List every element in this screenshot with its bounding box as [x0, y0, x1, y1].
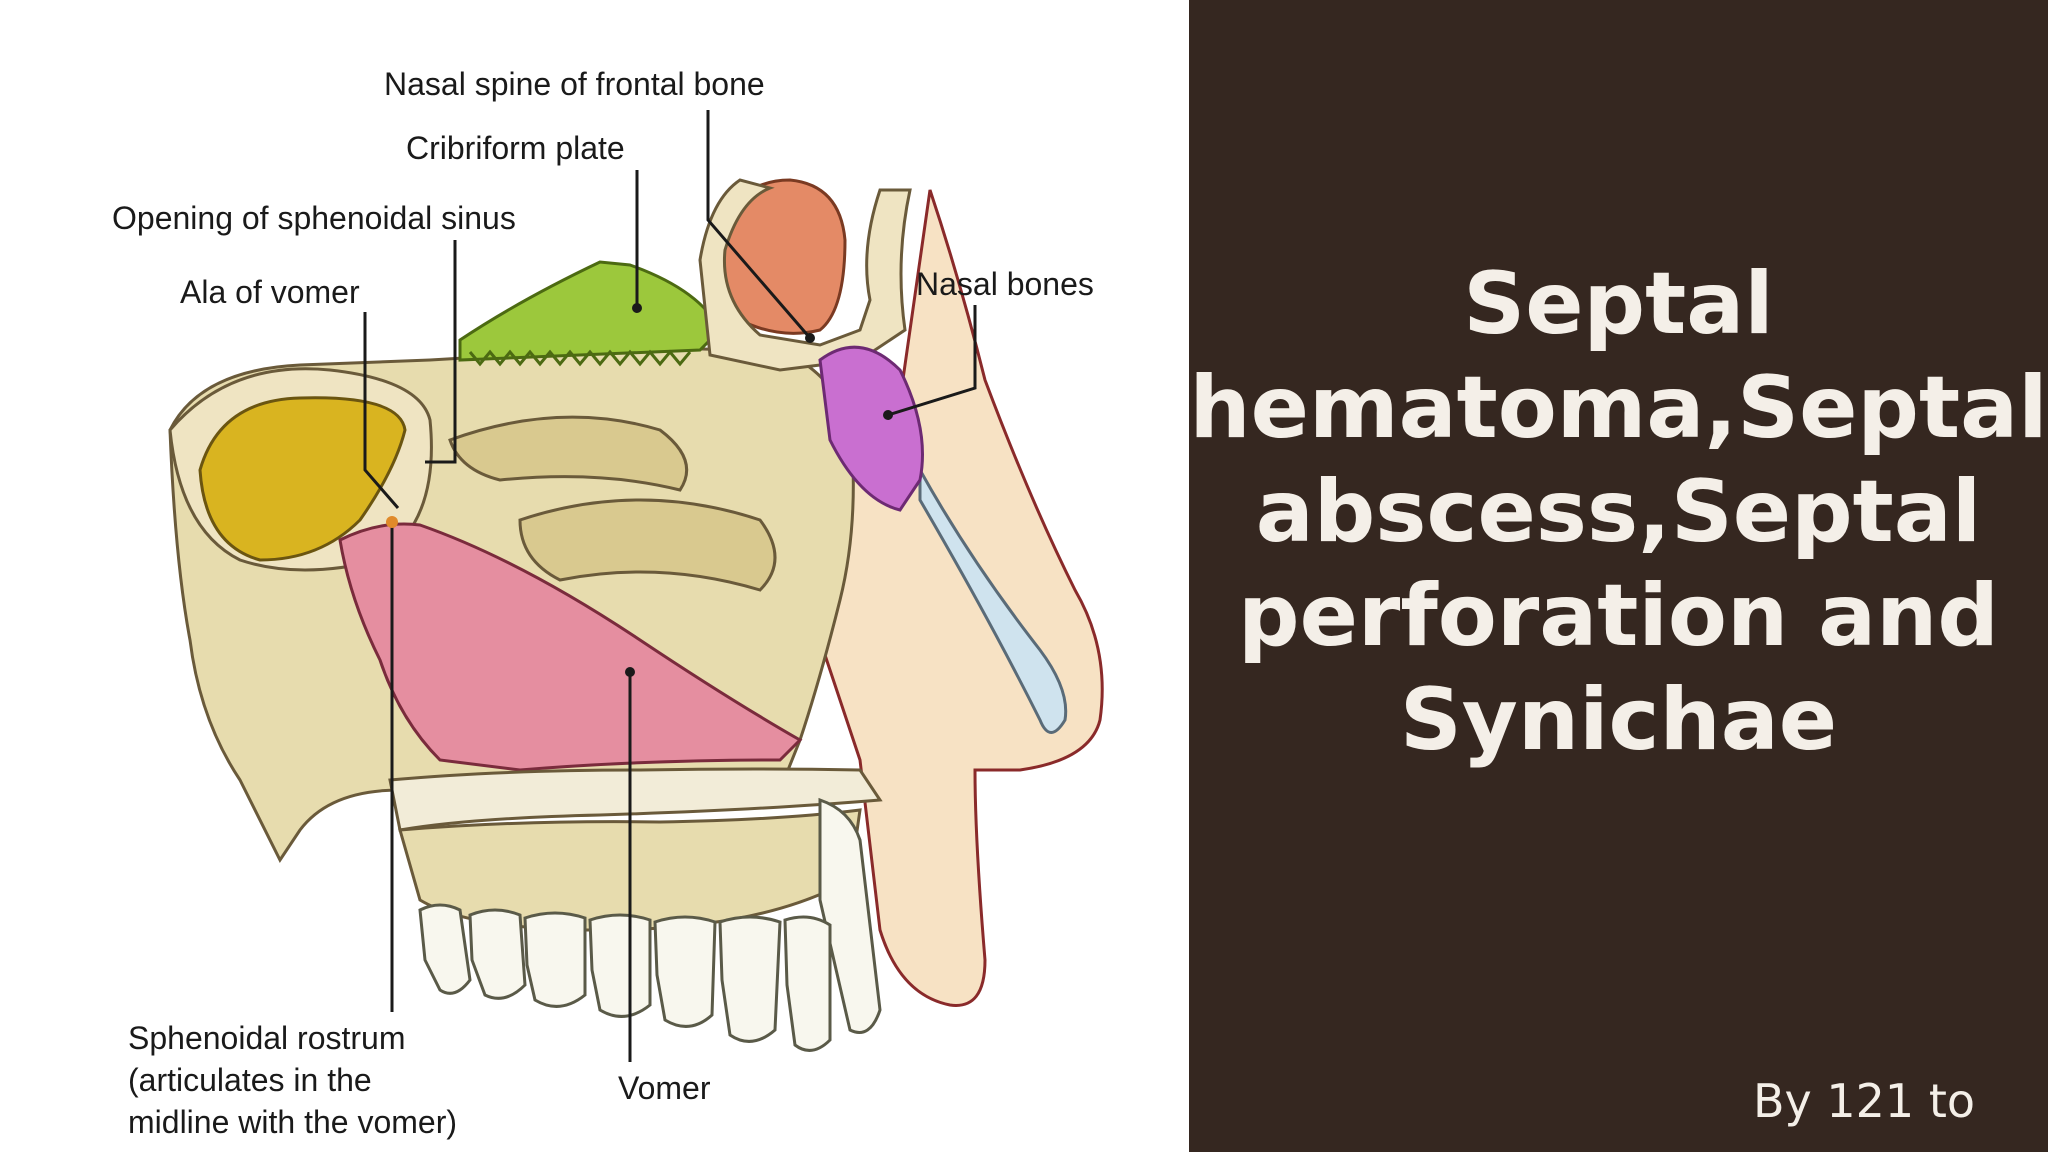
frontal-bone — [698, 178, 912, 372]
title-panel: Septal hematoma,Septal abscess,Septal pe… — [1189, 0, 2048, 1152]
face-skin-outline — [778, 189, 1104, 1007]
hard-palate — [388, 767, 883, 832]
label-pointers — [363, 110, 977, 1062]
label-cribriform-plate: Cribriform plate — [406, 130, 625, 166]
concha-fold-middle — [518, 498, 777, 592]
title-line-1: Septal — [1463, 254, 1774, 354]
pointer-nasal-spine — [706, 110, 812, 339]
slide-byline: By 121 to — [1753, 1074, 1976, 1128]
teeth-row — [418, 903, 832, 1052]
title-line-5: Synichae — [1399, 670, 1838, 770]
cribriform-plate — [458, 260, 722, 362]
nasal-bone — [818, 345, 924, 512]
concha-fold-upper — [448, 415, 689, 492]
label-sphenoidal-rostrum-line-3: midline with the vomer) — [128, 1104, 457, 1140]
pointer-nasal-bones — [887, 305, 977, 417]
pointer-sphenoidal-opening — [425, 240, 457, 464]
title-line-3: abscess,Septal — [1255, 462, 1982, 562]
title-line-4: perforation and — [1238, 566, 1999, 666]
pointer-dots — [386, 303, 893, 677]
slide-title: Septal hematoma,Septal abscess,Septal pe… — [1189, 252, 2048, 772]
label-sphenoidal-rostrum-line-1: Sphenoidal rostrum — [128, 1020, 406, 1056]
anatomy-figure: Nasal spine of frontal bone Cribriform p… — [112, 66, 1104, 1143]
nasal-septum-illustration — [168, 110, 1104, 1062]
nasal-cartilage — [918, 464, 1068, 734]
title-line-2: hematoma,Septal — [1189, 358, 2048, 458]
label-ala-of-vomer: Ala of vomer — [180, 274, 360, 310]
sphenoidal-sinus — [198, 396, 407, 562]
label-sphenoidal-rostrum-line-2: (articulates in the — [128, 1062, 372, 1098]
cribriform-perforations — [468, 349, 692, 367]
incisor-tooth — [818, 797, 882, 1034]
label-sphenoidal-rostrum: Sphenoidal rostrum (articulates in the m… — [128, 1017, 457, 1143]
label-nasal-bones: Nasal bones — [916, 266, 1094, 302]
pointer-ala-vomer — [363, 312, 400, 509]
label-sphenoidal-opening: Opening of sphenoidal sinus — [112, 200, 516, 236]
label-vomer: Vomer — [618, 1070, 711, 1106]
label-nasal-spine: Nasal spine of frontal bone — [384, 66, 765, 102]
vomer-bone — [338, 522, 803, 772]
